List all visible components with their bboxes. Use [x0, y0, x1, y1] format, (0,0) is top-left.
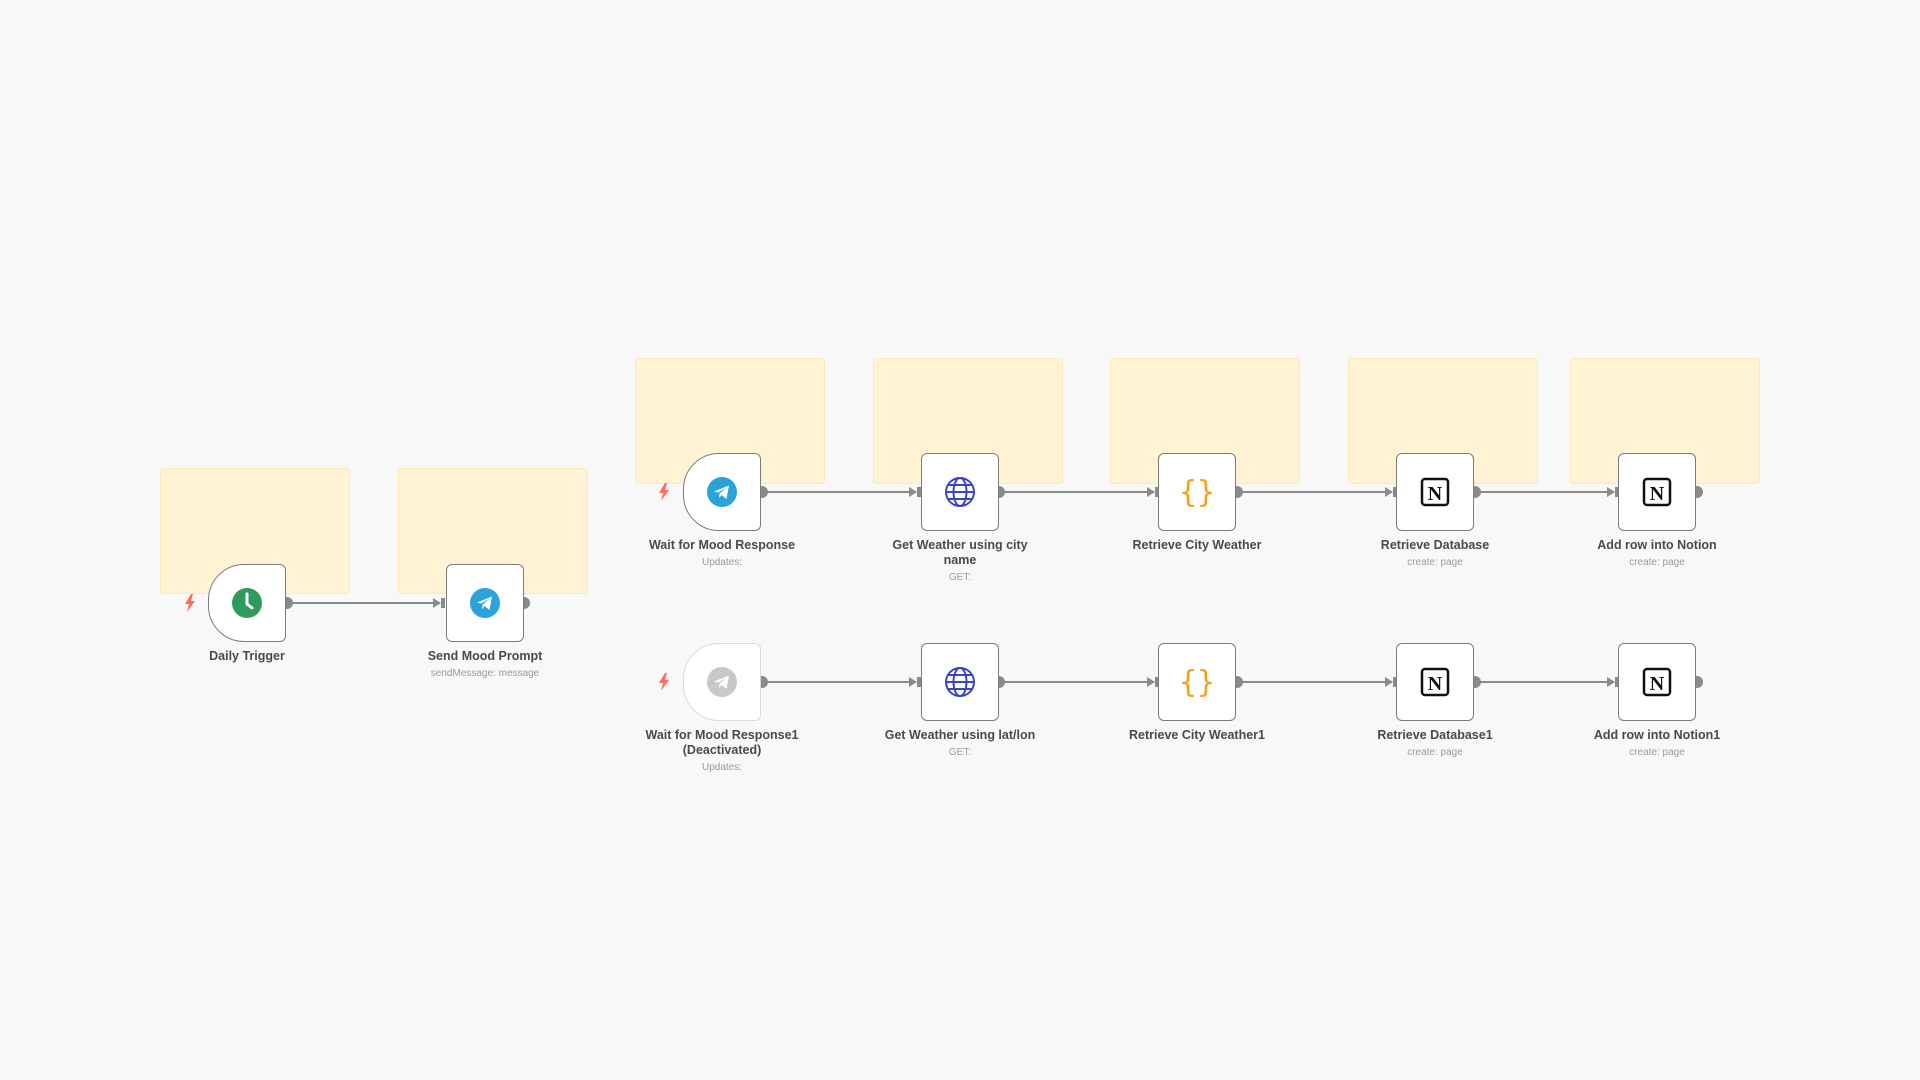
node-label: Retrieve City Weather1: [1112, 728, 1282, 743]
node-title: Retrieve Database: [1380, 538, 1490, 552]
node-label: Send Mood Prompt sendMessage: message: [400, 649, 570, 681]
node-wait-for-mood-response1[interactable]: [683, 643, 761, 721]
node-label: Retrieve Database1 create: page: [1350, 728, 1520, 760]
node-title: Retrieve City Weather: [1132, 538, 1262, 552]
node-daily-trigger[interactable]: [208, 564, 286, 642]
node-label: Get Weather using city name GET:: [875, 538, 1045, 585]
node-get-weather-city[interactable]: [921, 453, 999, 531]
svg-text:N: N: [1428, 483, 1443, 505]
notion-icon: N: [1419, 666, 1451, 698]
trigger-bolt-icon: [659, 673, 669, 691]
node-label: Retrieve City Weather: [1112, 538, 1282, 553]
node-get-weather-latlon[interactable]: [921, 643, 999, 721]
node-label: Retrieve Database create: page: [1350, 538, 1520, 570]
node-add-row-into-notion1[interactable]: N: [1618, 643, 1696, 721]
clock-icon: [231, 587, 263, 619]
notion-icon: N: [1419, 476, 1451, 508]
node-wait-for-mood-response[interactable]: [683, 453, 761, 531]
node-subtitle: GET:: [948, 747, 972, 758]
node-retrieve-city-weather[interactable]: {}: [1158, 453, 1236, 531]
telegram-icon: [706, 476, 738, 508]
node-subtitle: GET:: [948, 572, 972, 583]
node-title: Add row into Notion1: [1593, 728, 1721, 742]
node-title: Add row into Notion: [1597, 538, 1717, 552]
node-add-row-into-notion[interactable]: N: [1618, 453, 1696, 531]
node-retrieve-database[interactable]: N: [1396, 453, 1474, 531]
telegram-icon: [469, 587, 501, 619]
telegram-icon: [706, 666, 738, 698]
node-subtitle: create: page: [1629, 557, 1685, 568]
trigger-bolt-icon: [659, 483, 669, 501]
globe-icon: [944, 476, 976, 508]
node-send-mood-prompt[interactable]: [446, 564, 524, 642]
svg-text:N: N: [1650, 673, 1665, 695]
node-label: Wait for Mood Response Updates:: [637, 538, 807, 570]
code-braces-icon: {}: [1178, 664, 1216, 700]
code-braces-icon: {}: [1178, 474, 1216, 510]
node-label: Wait for Mood Response1 (Deactivated) Up…: [637, 728, 807, 775]
node-title: Wait for Mood Response1 (Deactivated): [645, 728, 799, 757]
node-label: Add row into Notion create: page: [1572, 538, 1742, 570]
node-title: Daily Trigger: [209, 649, 285, 663]
node-title: Get Weather using lat/lon: [884, 728, 1036, 742]
node-title: Retrieve Database1: [1377, 728, 1493, 742]
node-label: Get Weather using lat/lon GET:: [875, 728, 1045, 760]
node-label: Add row into Notion1 create: page: [1572, 728, 1742, 760]
sticky-note[interactable]: [1570, 358, 1760, 484]
node-subtitle: sendMessage: message: [430, 668, 540, 679]
node-subtitle: create: page: [1407, 747, 1463, 758]
node-subtitle: Updates:: [701, 762, 743, 773]
node-subtitle: Updates:: [701, 557, 743, 568]
trigger-bolt-icon: [185, 594, 195, 612]
notion-icon: N: [1641, 666, 1673, 698]
node-title: Send Mood Prompt: [427, 649, 543, 663]
node-title: Get Weather using city name: [892, 538, 1028, 567]
node-title: Wait for Mood Response: [648, 538, 796, 552]
node-retrieve-city-weather1[interactable]: {}: [1158, 643, 1236, 721]
globe-icon: [944, 666, 976, 698]
svg-text:N: N: [1650, 483, 1665, 505]
node-title: Retrieve City Weather1: [1129, 728, 1265, 742]
notion-icon: N: [1641, 476, 1673, 508]
node-subtitle: create: page: [1629, 747, 1685, 758]
node-label: Daily Trigger: [162, 649, 332, 664]
node-retrieve-database1[interactable]: N: [1396, 643, 1474, 721]
node-subtitle: create: page: [1407, 557, 1463, 568]
svg-text:N: N: [1428, 673, 1443, 695]
